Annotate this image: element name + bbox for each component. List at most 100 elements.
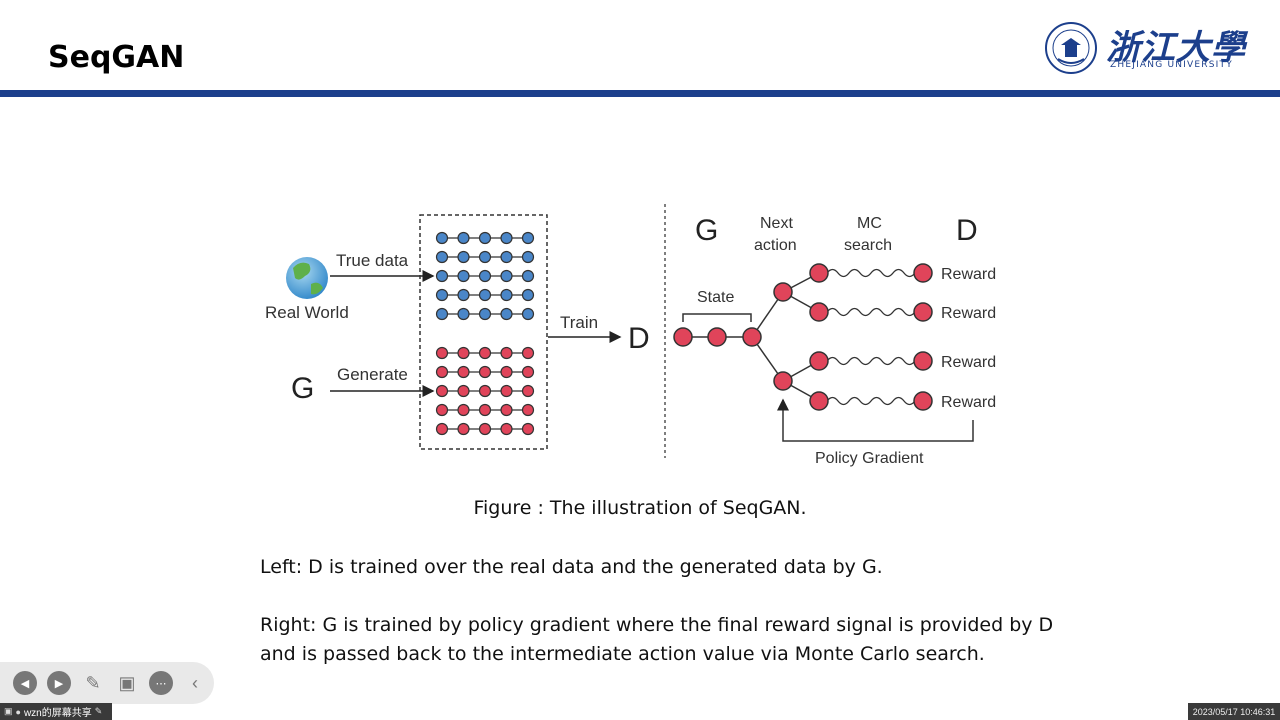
generate-label: Generate [337, 365, 408, 384]
real-sequence-node [435, 231, 449, 245]
train-label: Train [560, 313, 598, 332]
next-action-label-line1: Next [760, 215, 793, 232]
university-english-name: ZHEJIANG UNIVERSITY [1110, 60, 1233, 70]
left-description: Left: D is trained over the real data an… [260, 556, 883, 578]
tree-node [913, 351, 933, 371]
discriminator-label-left: D [628, 322, 650, 355]
generator-label-right: G [695, 214, 718, 247]
real-sequence-node [500, 250, 513, 264]
real-sequence-node [521, 250, 535, 264]
screen-share-indicator[interactable]: ▣ ● wzn的屏幕共享 ✎ [0, 703, 112, 720]
tree-node [773, 282, 793, 302]
mc-search-label-line1: MC [857, 215, 882, 232]
screen-share-icon: ▣ [4, 706, 13, 716]
tree-node [707, 327, 727, 347]
more-icon[interactable]: ⋯ [149, 671, 173, 695]
real-sequence-node [478, 250, 492, 264]
mc-rollouts [826, 268, 916, 406]
next-icon[interactable]: ▶ [47, 671, 71, 695]
seqgan-figure: Real World True data G Generate Train D … [265, 204, 996, 467]
generated-sequence-node [500, 422, 513, 436]
generated-sequence-node [478, 365, 492, 379]
generated-sequence-node [521, 346, 535, 360]
generated-sequence-node [435, 403, 449, 417]
search-tree-nodes [673, 263, 933, 411]
real-sequence-node [478, 288, 492, 302]
generated-sequence-node [521, 365, 535, 379]
training-data-box [419, 214, 548, 450]
tree-node [809, 302, 829, 322]
generated-sequence-node [457, 384, 470, 398]
collapse-icon[interactable]: ‹ [192, 672, 198, 693]
tree-node [913, 302, 933, 322]
real-data-sequences [435, 231, 535, 321]
real-world-label: Real World [265, 303, 349, 322]
slide-title: SeqGAN [48, 40, 185, 75]
tree-node [809, 263, 829, 283]
title-rule [0, 90, 1280, 97]
generated-sequence-node [457, 346, 470, 360]
generated-sequence-node [521, 384, 535, 398]
generator-label-left: G [291, 372, 314, 405]
discriminator-label-right: D [956, 214, 978, 247]
generated-sequence-node [457, 422, 470, 436]
generated-sequence-node [500, 403, 513, 417]
mc-rollout-wave [826, 307, 916, 317]
generated-sequence-node [457, 403, 470, 417]
real-sequence-node [435, 269, 449, 283]
real-sequence-node [457, 288, 470, 302]
generated-sequence-node [478, 422, 492, 436]
reward-label-2: Reward [941, 305, 996, 322]
microphone-icon: ● [15, 706, 21, 717]
real-sequence-node [478, 307, 492, 321]
real-sequence-node [435, 250, 449, 264]
prev-icon[interactable]: ◀ [13, 671, 37, 695]
real-sequence-node [435, 288, 449, 302]
reward-label-3: Reward [941, 354, 996, 371]
university-seal-icon [1045, 22, 1097, 74]
policy-gradient-arrow [777, 398, 974, 442]
real-sequence-node [457, 307, 470, 321]
generated-sequence-node [478, 403, 492, 417]
real-sequence-node [500, 269, 513, 283]
generated-data-sequences [435, 346, 535, 436]
generated-sequence-node [478, 384, 492, 398]
real-sequence-node [521, 231, 535, 245]
right-description: Right: G is trained by policy gradient w… [260, 614, 1054, 665]
tree-node [913, 263, 933, 283]
generated-sequence-node [500, 384, 513, 398]
tree-node [673, 327, 693, 347]
generated-sequence-node [478, 346, 492, 360]
true-data-label: True data [336, 251, 409, 270]
real-sequence-node [500, 231, 513, 245]
real-sequence-node [500, 288, 513, 302]
state-bracket [682, 313, 752, 322]
screen-share-text: wzn的屏幕共享 [23, 708, 92, 719]
globe-icon [286, 257, 328, 299]
real-sequence-node [500, 307, 513, 321]
generated-sequence-node [435, 422, 449, 436]
real-sequence-node [478, 269, 492, 283]
generated-sequence-node [500, 365, 513, 379]
pen-icon[interactable]: ✎ [85, 672, 101, 693]
figure-caption: Figure : The illustration of SeqGAN. [473, 497, 807, 519]
mc-search-label-line2: search [844, 237, 892, 254]
generated-sequence-node [500, 346, 513, 360]
tree-node [809, 351, 829, 371]
screenshot-icon[interactable]: ▣ [118, 672, 136, 693]
edit-icon: ✎ [94, 706, 103, 716]
tree-node [913, 391, 933, 411]
generated-sequence-node [521, 422, 535, 436]
real-sequence-node [478, 231, 492, 245]
generated-sequence-node [435, 365, 449, 379]
tree-node [773, 371, 793, 391]
generated-sequence-node [435, 384, 449, 398]
generated-sequence-node [521, 403, 535, 417]
state-label: State [697, 289, 734, 306]
real-sequence-node [521, 288, 535, 302]
mc-rollout-wave [826, 268, 916, 278]
real-sequence-node [457, 250, 470, 264]
mc-rollout-wave [826, 356, 916, 366]
real-sequence-node [521, 307, 535, 321]
real-sequence-node [521, 269, 535, 283]
